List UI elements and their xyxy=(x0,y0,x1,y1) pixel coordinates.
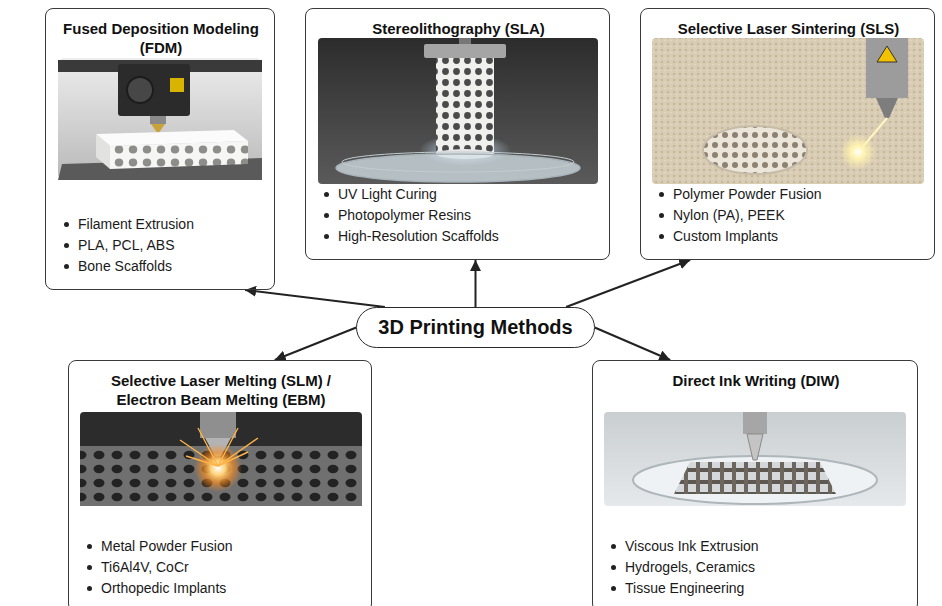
bullet-dot xyxy=(87,565,92,570)
bullet-dot xyxy=(87,586,92,591)
bullet-dot xyxy=(64,264,69,269)
bullet-dot xyxy=(659,213,664,218)
bullet-dot xyxy=(611,586,616,591)
bullet-item: Bone Scaffolds xyxy=(62,256,260,277)
bullet-item: Polymer Powder Fusion xyxy=(657,184,920,205)
bullet-text: Filament Extrusion xyxy=(78,216,194,232)
bullet-text: Viscous Ink Extrusion xyxy=(625,538,759,554)
method-card: Fused Deposition Modeling (FDM) Filament … xyxy=(45,8,275,290)
bullet-dot xyxy=(659,234,664,239)
bullet-dot xyxy=(611,565,616,570)
bullet-item: Ti6Al4V, CoCr xyxy=(85,557,357,578)
connector-arrow xyxy=(566,260,690,307)
bullet-text: PLA, PCL, ABS xyxy=(78,237,175,253)
method-heading: Direct Ink Writing (DIW) xyxy=(609,371,903,390)
hub-pill: 3D Printing Methods xyxy=(356,307,594,348)
bullet-text: Photopolymer Resins xyxy=(338,207,471,223)
bullet-dot xyxy=(659,192,664,197)
method-card: Selective Laser Melting (SLM) / Electron… xyxy=(68,360,372,606)
bullet-list: UV Light CuringPhotopolymer ResinsHigh-R… xyxy=(322,184,595,247)
method-heading: Selective Laser Melting (SLM) / Electron… xyxy=(85,371,357,409)
connector-arrow xyxy=(245,290,385,307)
bullet-dot xyxy=(87,544,92,549)
bullet-item: High-Resolution Scaffolds xyxy=(322,226,595,247)
sls-illustration xyxy=(652,38,924,184)
bullet-list: Polymer Powder FusionNylon (PA), PEEK Cus… xyxy=(657,184,920,247)
bullet-text: UV Light Curing xyxy=(338,186,437,202)
bullet-list: Metal Powder FusionTi6Al4V, CoCrOrthoped… xyxy=(85,536,357,599)
bullet-item: Custom Implants xyxy=(657,226,920,247)
bullet-list: Filament ExtrusionPLA, PCL, ABS Bone Scaf… xyxy=(62,214,260,277)
bullet-text: Ti6Al4V, CoCr xyxy=(101,559,189,575)
method-heading: Fused Deposition Modeling (FDM) xyxy=(62,19,260,57)
diw-illustration xyxy=(604,412,906,506)
bullet-dot xyxy=(64,243,69,248)
method-heading: Selective Laser Sintering (SLS) xyxy=(657,19,920,38)
bullet-item: UV Light Curing xyxy=(322,184,595,205)
bullet-dot xyxy=(611,544,616,549)
bullet-item: Tissue Engineering xyxy=(609,578,903,599)
fdm-illustration xyxy=(58,58,262,180)
bullet-text: High-Resolution Scaffolds xyxy=(338,228,499,244)
method-card: Direct Ink Writing (DIW) Viscous Ink Extr… xyxy=(592,360,918,606)
method-heading: Stereolithography (SLA) xyxy=(322,19,595,38)
connector-arrow xyxy=(595,328,671,361)
bullet-item: Metal Powder Fusion xyxy=(85,536,357,557)
bullet-dot xyxy=(324,213,329,218)
bullet-item: Hydrogels, Ceramics xyxy=(609,557,903,578)
bullet-item: Nylon (PA), PEEK xyxy=(657,205,920,226)
method-card: Selective Laser Sintering (SLS) Polymer P… xyxy=(640,8,935,260)
bullet-item: Filament Extrusion xyxy=(62,214,260,235)
bullet-text: Metal Powder Fusion xyxy=(101,538,233,554)
bullet-text: Polymer Powder Fusion xyxy=(673,186,822,202)
method-card: Stereolithography (SLA) UV Light CuringPh… xyxy=(305,8,610,260)
bullet-text: Custom Implants xyxy=(673,228,778,244)
bullet-text: Hydrogels, Ceramics xyxy=(625,559,755,575)
bullet-item: PLA, PCL, ABS xyxy=(62,235,260,256)
bullet-item: Orthopedic Implants xyxy=(85,578,357,599)
bullet-dot xyxy=(64,222,69,227)
bullet-text: Orthopedic Implants xyxy=(101,580,226,596)
bullet-item: Viscous Ink Extrusion xyxy=(609,536,903,557)
connector-arrow xyxy=(474,260,476,307)
connector-arrow xyxy=(275,328,357,361)
bullet-dot xyxy=(324,234,329,239)
sla-illustration xyxy=(318,38,598,184)
bullet-dot xyxy=(324,192,329,197)
hub-label: 3D Printing Methods xyxy=(378,316,572,339)
bullet-list: Viscous Ink ExtrusionHydrogels, Ceramics… xyxy=(609,536,903,599)
bullet-item: Photopolymer Resins xyxy=(322,205,595,226)
bullet-text: Bone Scaffolds xyxy=(78,258,172,274)
bullet-text: Tissue Engineering xyxy=(625,580,744,596)
bullet-text: Nylon (PA), PEEK xyxy=(673,207,785,223)
slm-illustration xyxy=(80,412,362,506)
